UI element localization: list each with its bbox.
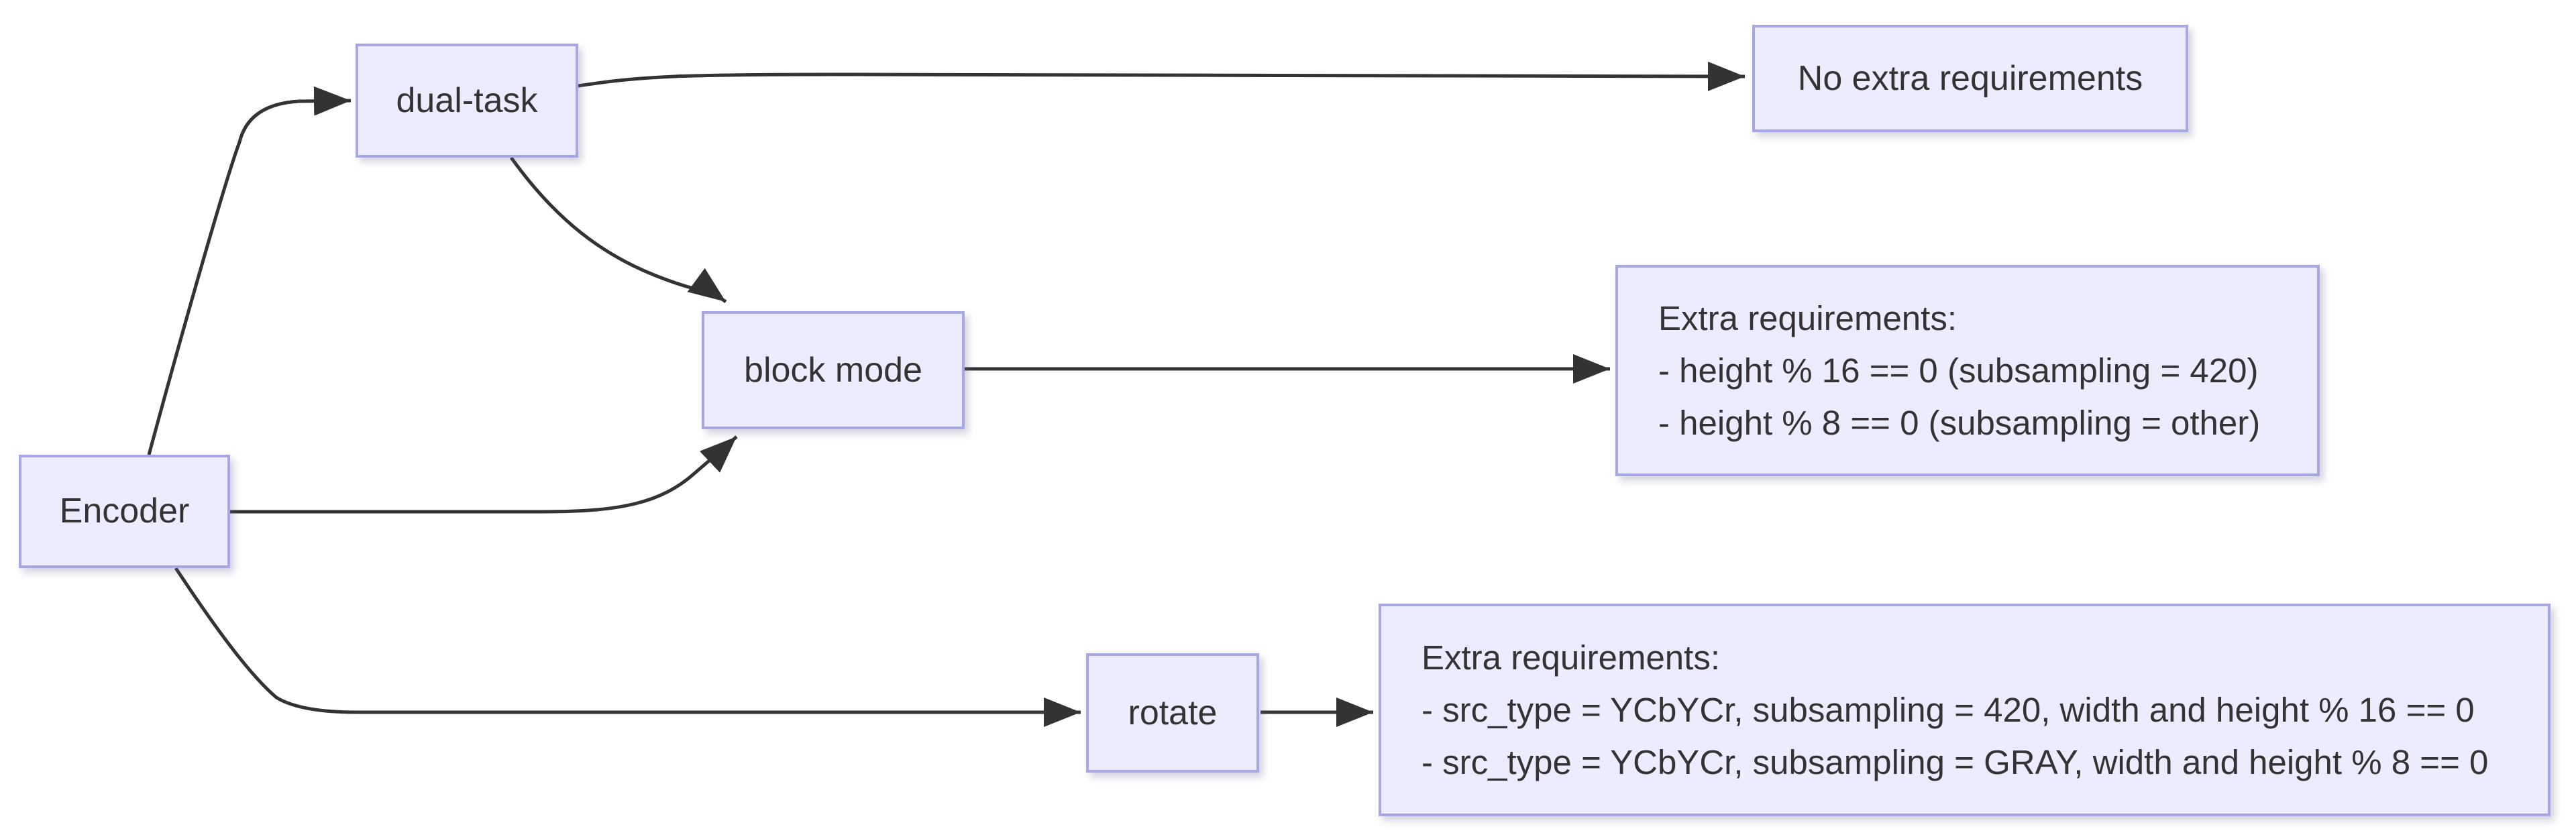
node-block-mode-extra-requirements: Extra requirements: - height % 16 == 0 (…: [1615, 265, 2320, 476]
node-dual-task: dual-task: [356, 44, 578, 158]
block-reqs-line-2: - height % 8 == 0 (subsampling = other): [1658, 403, 2261, 442]
block-reqs-line-1: - height % 16 == 0 (subsampling = 420): [1658, 351, 2259, 390]
node-dual-task-label: dual-task: [396, 80, 538, 120]
node-block-mode: block mode: [702, 311, 965, 429]
edge-encoder-to-block-mode: [230, 435, 738, 514]
edge-dual-task-to-no-extra: [578, 61, 1746, 91]
rotate-reqs-line-2: - src_type = YCbYCr, subsampling = GRAY,…: [1421, 742, 2489, 781]
node-encoder: Encoder: [19, 455, 230, 568]
edge-encoder-to-rotate: [174, 567, 1081, 727]
rotate-reqs-line-title: Extra requirements:: [1421, 638, 1721, 677]
node-rotate: rotate: [1086, 653, 1259, 773]
node-rotate-label: rotate: [1128, 693, 1218, 732]
rotate-reqs-line-1: - src_type = YCbYCr, subsampling = 420, …: [1421, 690, 2475, 729]
edge-encoder-to-dual-task: [147, 86, 352, 455]
node-no-extra-requirements: No extra requirements: [1752, 25, 2188, 132]
node-no-extra-requirements-label: No extra requirements: [1797, 58, 2143, 98]
node-encoder-label: Encoder: [59, 492, 190, 531]
node-block-mode-label: block mode: [744, 350, 922, 390]
edge-dual-task-to-block-mode: [509, 156, 727, 304]
block-reqs-line-title: Extra requirements:: [1658, 298, 1957, 337]
node-rotate-extra-requirements: Extra requirements: - src_type = YCbYCr,…: [1379, 604, 2551, 816]
